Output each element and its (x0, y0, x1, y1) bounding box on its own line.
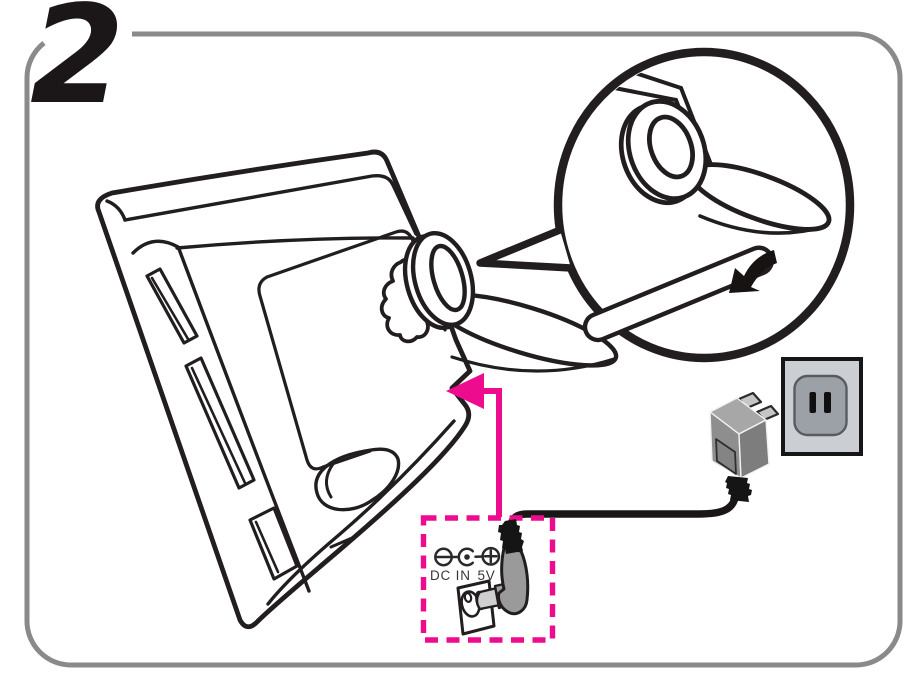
polarity-positive-icon (481, 546, 501, 566)
frame-base-edge (266, 419, 456, 606)
photo-frame-back (95, 149, 619, 630)
rotate-down-arrow-icon (729, 250, 777, 293)
step-number: 2 (30, 0, 125, 135)
polarity-diagram (434, 546, 501, 567)
dc-plug (475, 519, 530, 616)
adapter-side-face (738, 419, 770, 479)
card-slot-1 (145, 267, 199, 345)
polarity-negative-icon (434, 547, 453, 567)
callout-leg-thickness (698, 214, 828, 235)
outlet-slot-left (809, 392, 816, 413)
callout-tail (476, 226, 575, 272)
base-parting-line (329, 536, 354, 549)
stand-leg-thickness (450, 355, 616, 373)
dc-plug-strain-relief (498, 519, 524, 554)
stand-well (314, 447, 401, 512)
outlet-receptacle (793, 374, 848, 437)
dc-jack-pointer-arrow (446, 373, 502, 517)
card-slot-2 (184, 356, 256, 490)
zoom-callout (476, 47, 855, 363)
frame-back-edge (175, 236, 415, 250)
card-strip-boundary (177, 247, 311, 593)
dc-connector-detail-box (420, 515, 556, 643)
outlet-slot-right (824, 392, 831, 413)
power-adapter (709, 391, 780, 502)
dc-plug-tip (475, 586, 502, 611)
adapter-label (715, 438, 737, 475)
callout-hinge-ring (618, 98, 709, 206)
pink-arrowhead-icon (446, 373, 484, 409)
dc-plug-body (497, 546, 530, 616)
wall-outlet (781, 357, 863, 456)
power-cable (507, 496, 739, 528)
dc-in-label: DC IN (430, 568, 471, 583)
usb-slot (248, 506, 299, 581)
frame-top-bevel (123, 174, 418, 236)
stand-well-inner-line (325, 462, 335, 499)
back-panel-edge-left (257, 275, 372, 471)
card-strip-cap (131, 239, 180, 255)
adapter-strain-relief (725, 476, 752, 502)
voltage-label: 5V (478, 568, 496, 583)
frame-corner-hook (105, 199, 127, 222)
page-border (24, 31, 903, 668)
stand-hinge-ring (402, 230, 476, 331)
polarity-center-pin-icon (457, 547, 475, 567)
frame-silhouette (95, 149, 473, 630)
